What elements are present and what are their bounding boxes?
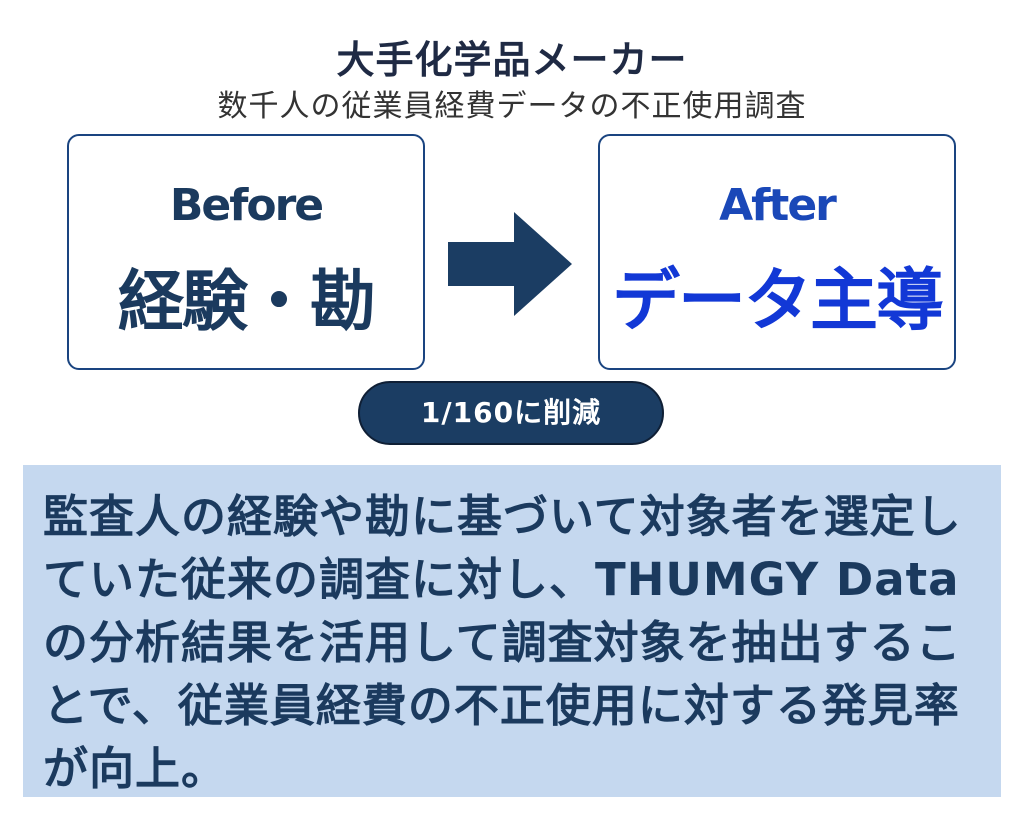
page-title: 大手化学品メーカー	[336, 38, 688, 82]
right-arrow-icon	[448, 212, 572, 316]
before-main-text: 経験・勘	[118, 263, 376, 340]
page-subtitle: 数千人の従業員経費データの不正使用調査	[217, 89, 807, 124]
before-panel: Before 経験・勘	[67, 134, 425, 370]
summary-panel: 監査人の経験や勘に基づいて対象者を選定していた従来の調査に対し、THUMGY D…	[23, 465, 1001, 797]
after-label: After	[719, 180, 837, 231]
after-main-text: データ主導	[611, 262, 944, 341]
before-label: Before	[169, 180, 324, 231]
after-panel: After データ主導	[598, 134, 956, 370]
reduction-badge: 1/160に削減	[358, 381, 664, 445]
summary-text: 監査人の経験や勘に基づいて対象者を選定していた従来の調査に対し、THUMGY D…	[43, 490, 962, 795]
